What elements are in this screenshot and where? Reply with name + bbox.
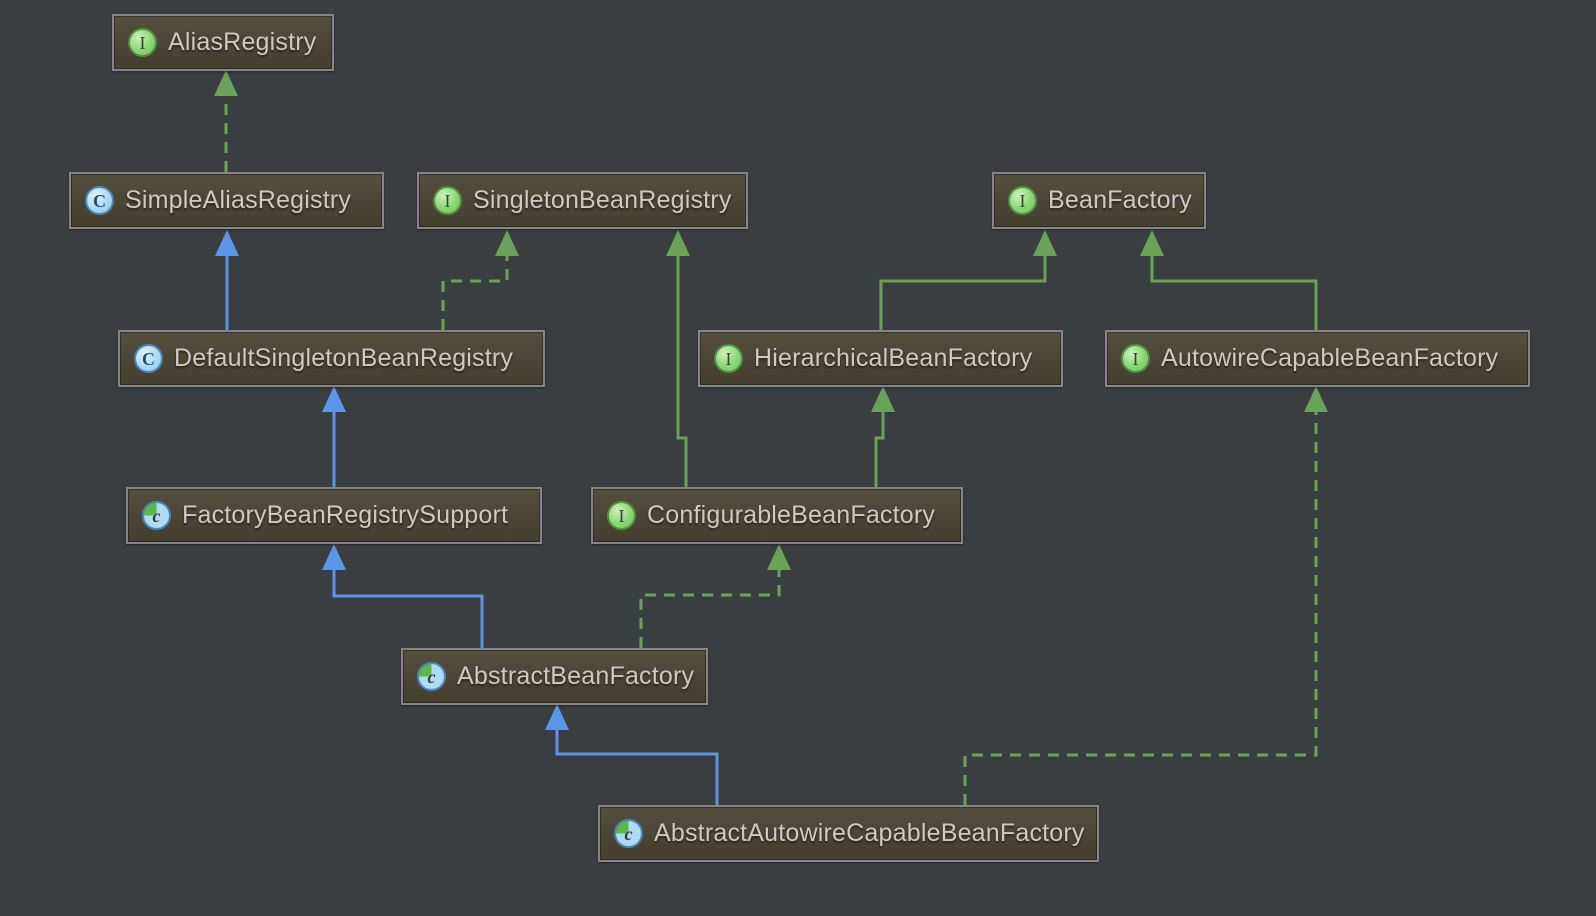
edge-hierarchicalbeanfactory-extends-beanfactory [879, 230, 1057, 330]
icon-letter: I [1132, 348, 1139, 369]
class-node-label: DefaultSingletonBeanRegistry [174, 344, 514, 372]
class-node-factory-bean-registry-support[interactable]: c FactoryBeanRegistrySupport [126, 487, 542, 544]
class-node-alias-registry[interactable]: I AliasRegistry [112, 14, 334, 71]
class-node-configurable-bean-factory[interactable]: I ConfigurableBeanFactory [591, 487, 963, 544]
icon-letter: c [427, 666, 436, 687]
interface-icon: I [714, 344, 743, 373]
class-node-hierarchical-bean-factory[interactable]: I HierarchicalBeanFactory [698, 330, 1063, 387]
class-node-label: ConfigurableBeanFactory [647, 501, 936, 529]
edge-abstractbeanfactory-implements-configurablebeanfactory [639, 544, 791, 648]
class-node-label: AutowireCapableBeanFactory [1161, 344, 1499, 372]
icon-letter: C [142, 348, 155, 369]
class-node-abstract-autowire-capable-bean-factory[interactable]: c AbstractAutowireCapableBeanFactory [598, 805, 1099, 862]
icon-letter: c [624, 823, 633, 844]
class-node-abstract-bean-factory[interactable]: c AbstractBeanFactory [401, 648, 709, 705]
edge-abstractautowirecapablebeanfactory-implements-autowirecapablebeanfactory [963, 386, 1328, 805]
class-node-label: BeanFactory [1048, 186, 1192, 214]
class-node-label: SimpleAliasRegistry [125, 186, 352, 214]
class-node-label: AbstractAutowireCapableBeanFactory [654, 819, 1085, 847]
edge-simplealiasregistry-implements-aliasregistry [214, 70, 238, 172]
edge-defaultsingletonbeanregistry-implements-singletonbeanregistry [441, 230, 519, 330]
edge-abstractbeanfactory-extends-factorybeanregistrysupport [322, 544, 484, 648]
interface-icon: I [433, 186, 462, 215]
class-node-default-singleton-bean-registry[interactable]: C DefaultSingletonBeanRegistry [118, 330, 545, 387]
abstract-class-icon: c [142, 501, 171, 530]
interface-icon: I [1121, 344, 1150, 373]
edge-autowirecapablebeanfactory-extends-beanfactory [1140, 230, 1318, 330]
class-node-label: AliasRegistry [168, 28, 317, 56]
class-node-label: AbstractBeanFactory [457, 662, 695, 690]
icon-letter: I [618, 505, 625, 526]
icon-letter: I [444, 190, 451, 211]
class-node-label: HierarchicalBeanFactory [754, 344, 1033, 372]
class-node-autowire-capable-bean-factory[interactable]: I AutowireCapableBeanFactory [1105, 330, 1530, 387]
class-node-label: FactoryBeanRegistrySupport [182, 501, 509, 529]
edge-configurablebeanfactory-extends-singletonbeanregistry [666, 230, 690, 487]
edge-configurablebeanfactory-extends-hierarchicalbeanfactory [871, 386, 895, 487]
class-node-label: SingletonBeanRegistry [473, 186, 732, 214]
class-node-singleton-bean-registry[interactable]: I SingletonBeanRegistry [417, 172, 748, 229]
class-node-simple-alias-registry[interactable]: C SimpleAliasRegistry [69, 172, 384, 229]
icon-letter: C [93, 190, 106, 211]
interface-icon: I [128, 28, 157, 57]
interface-icon: I [1008, 186, 1037, 215]
class-icon: C [85, 186, 114, 215]
icon-letter: I [1019, 190, 1026, 211]
abstract-class-icon: c [614, 819, 643, 848]
edge-defaultsingletonbeanregistry-extends-simplealiasregistry [215, 230, 239, 330]
edge-factorybeanregistrysupport-extends-defaultsingletonbeanregistry [322, 386, 346, 487]
interface-icon: I [607, 501, 636, 530]
icon-letter: I [725, 348, 732, 369]
icon-letter: I [139, 32, 146, 53]
class-node-bean-factory[interactable]: I BeanFactory [992, 172, 1206, 229]
edge-abstractautowirecapablebeanfactory-extends-abstractbeanfactory [545, 704, 719, 805]
abstract-class-icon: c [417, 662, 446, 691]
class-icon: C [134, 344, 163, 373]
icon-letter: c [152, 505, 161, 526]
